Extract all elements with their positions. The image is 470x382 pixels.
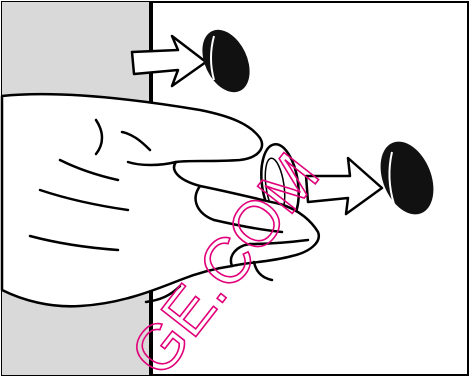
- illustration-svg: GE.COM: [0, 0, 470, 377]
- illustration: GE.COM: [0, 0, 470, 377]
